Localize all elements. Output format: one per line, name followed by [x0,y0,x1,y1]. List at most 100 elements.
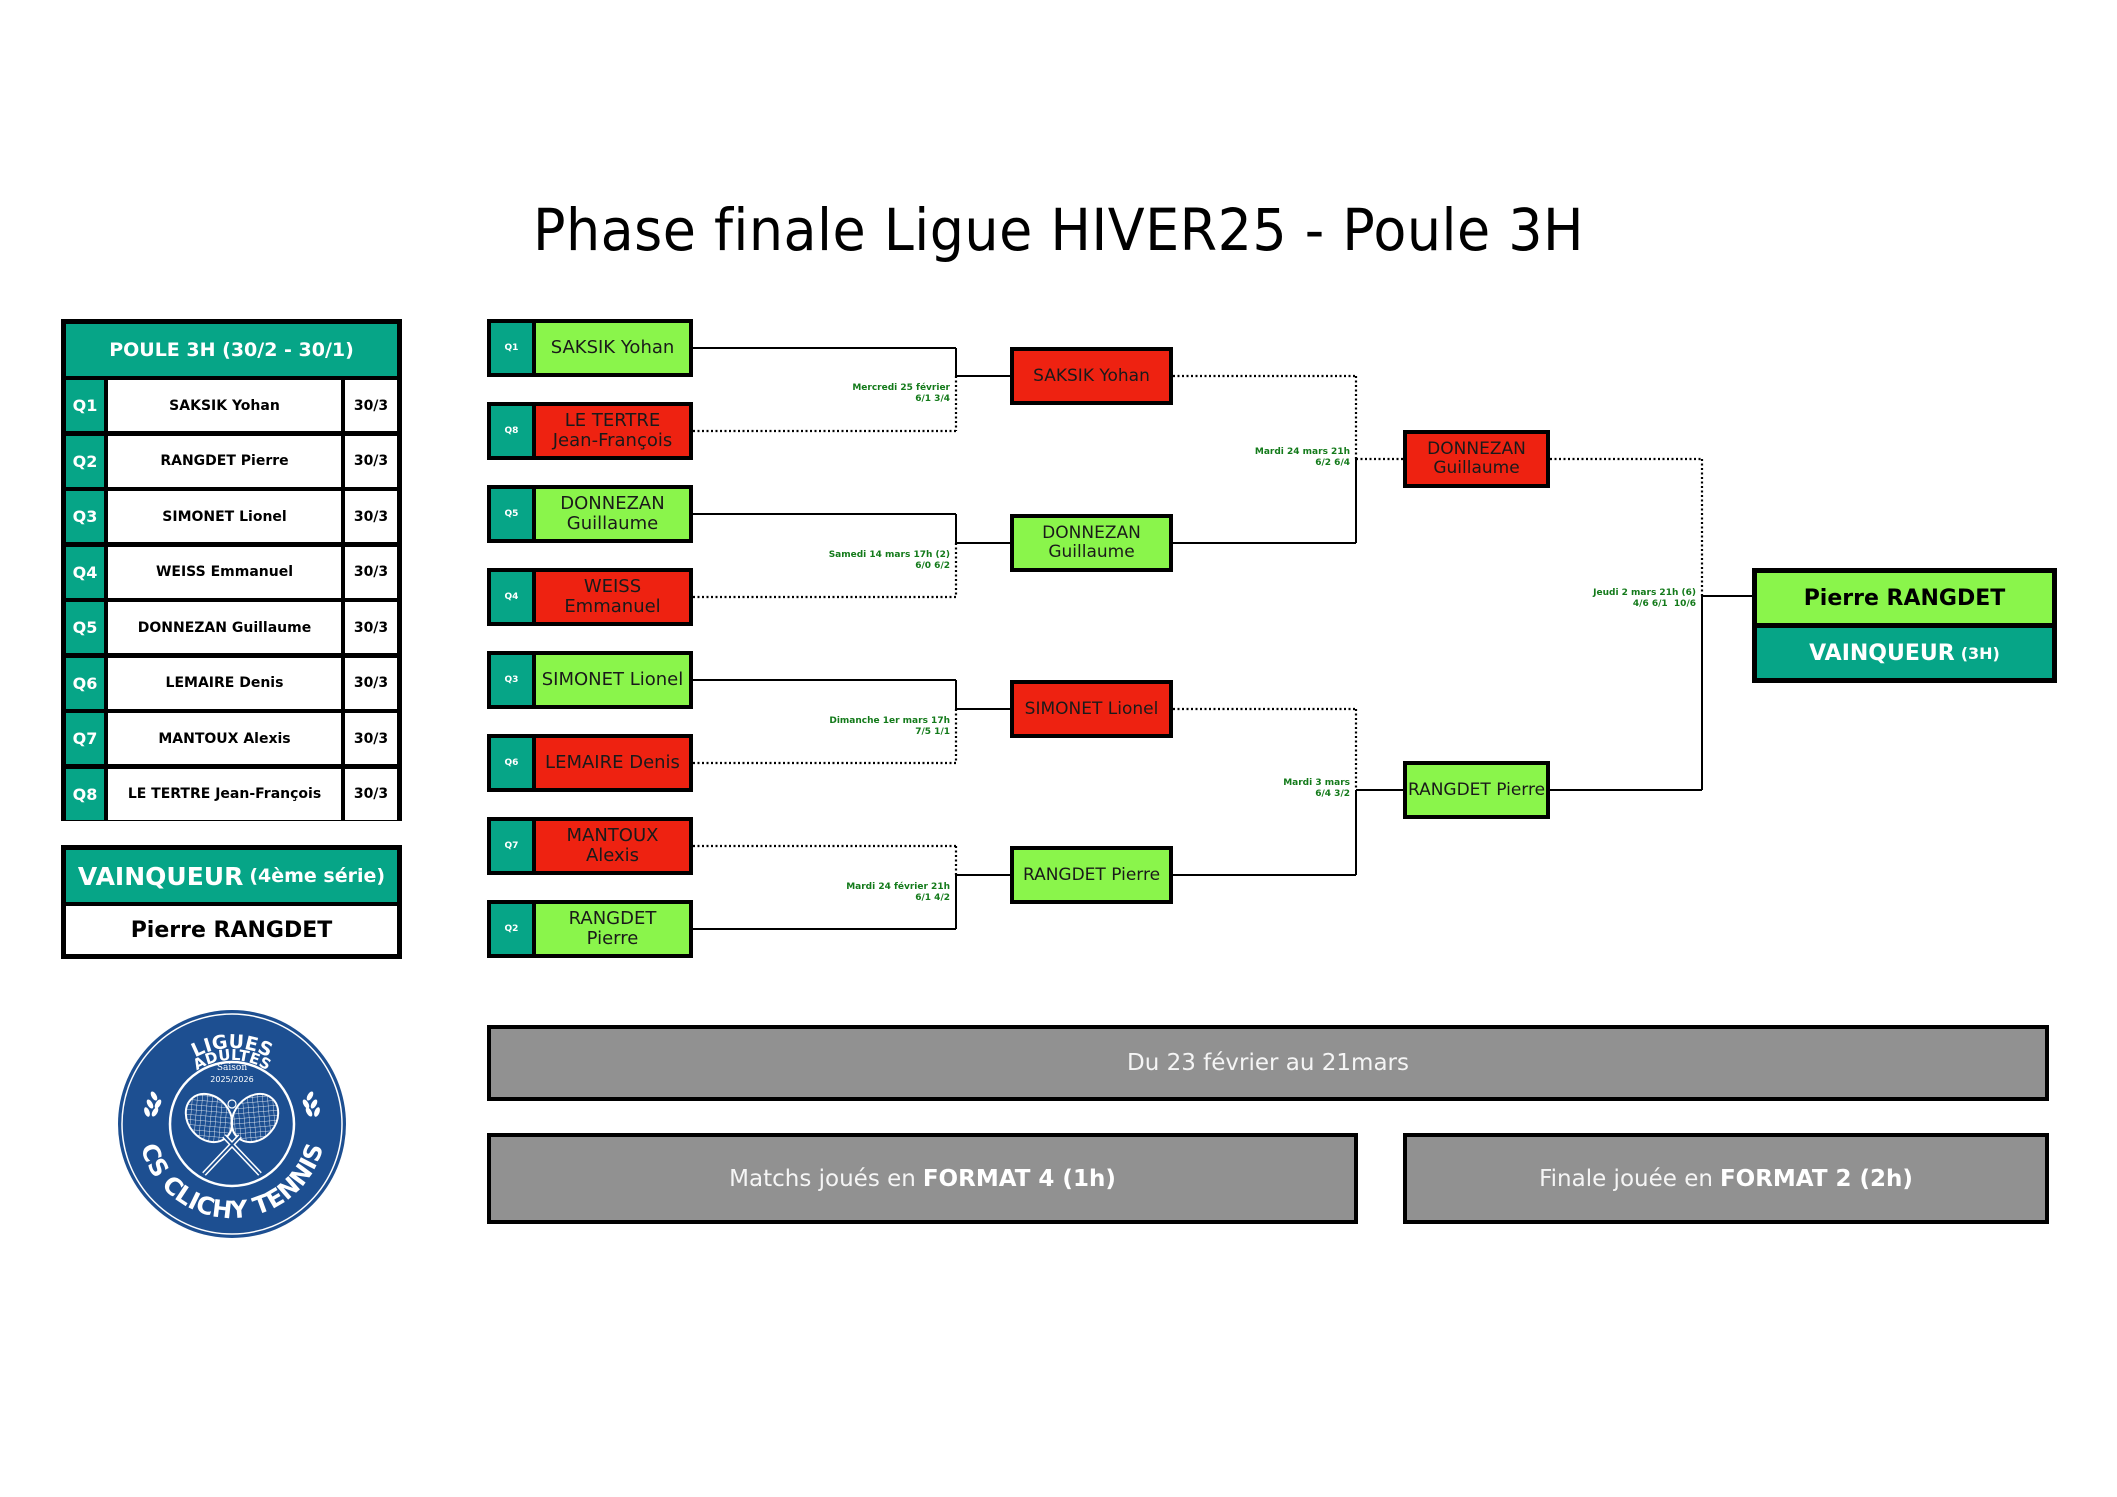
round3-player-box: DONNEZAN Guillaume [1403,430,1550,488]
pool-row-rank: 30/3 [345,435,397,487]
match-score: 6/1 4/2 [915,893,950,903]
match-score: 6/4 3/2 [1315,789,1350,799]
round1-player-name: DONNEZAN Guillaume [536,489,689,539]
pool-row-name: WEISS Emmanuel [108,546,341,598]
pool-row-name: MANTOUX Alexis [108,713,341,764]
match-date: Mardi 3 mars [1283,778,1350,788]
laurel-left-icon [144,1091,162,1117]
pool-winner-header: VAINQUEUR (4ème série) [66,850,397,902]
final-match-info: Jeudi 2 mars 21h (6)4/6 6/1 10/6 [1593,588,1696,610]
pool-winner-name: Pierre RANGDET [66,906,397,954]
pool-row-rank: 30/3 [345,768,397,820]
round3-player-box: RANGDET Pierre [1403,761,1550,819]
club-logo-badge-icon: LIGUES ADULTES Saison 2025/2026 [118,1010,346,1238]
format-matches-bold: FORMAT 4 (1h) [922,1165,1116,1192]
pool-row-name: RANGDET Pierre [108,435,341,487]
round1-player-name: LE TERTRE Jean-François [536,406,689,456]
match-date: Mercredi 25 février [852,383,950,393]
match-date: Dimanche 1er mars 17h [829,716,950,726]
pool-row-seed: Q8 [66,768,104,820]
format-final-banner: Finale jouée en FORMAT 2 (2h) [1403,1133,2049,1224]
pool-row-name: LEMAIRE Denis [108,657,341,709]
page-title: Phase finale Ligue HIVER25 - Poule 3H [532,196,1585,264]
round1-seed: Q7 [491,821,532,871]
format-matches-prefix: Matchs joués en [729,1165,916,1192]
match-score: 6/0 6/2 [915,561,950,571]
pool-row-rank: 30/3 [345,380,397,431]
round1-player-name: SIMONET Lionel [536,655,689,705]
match-date: Samedi 14 mars 17h (2) [828,550,950,560]
match-date: Mardi 24 février 21h [846,882,950,892]
pool-row-rank: 30/3 [345,546,397,598]
round1-player-name: WEISS Emmanuel [536,572,689,622]
match-score: 6/2 6/4 [1315,458,1350,468]
pool-row-rank: 30/3 [345,713,397,764]
round1-seed: Q4 [491,572,532,622]
round1-seed: Q2 [491,904,532,954]
match-score: 7/5 1/1 [915,727,950,737]
pool-row-seed: Q3 [66,491,104,542]
date-range-banner: Du 23 février au 21mars [487,1025,2049,1101]
pool-row-seed: Q4 [66,546,104,598]
logo-season-label: Saison [217,1063,247,1073]
champion-label-text: VAINQUEUR [1809,640,1955,666]
match-score: 4/6 6/1 10/6 [1632,599,1696,609]
date-range-text: Du 23 février au 21mars [1127,1050,1409,1076]
round1-player-name: MANTOUX Alexis [536,821,689,871]
pool-row-name: SIMONET Lionel [108,491,341,542]
champion-label-suffix: (3H) [1960,643,2000,663]
club-logo: LIGUES ADULTES Saison 2025/2026 [116,1008,348,1240]
round1-seed: Q6 [491,738,532,788]
round2-player-box: SIMONET Lionel [1010,680,1173,738]
pool-row-seed: Q6 [66,657,104,709]
champion-name: Pierre RANGDET [1757,573,2052,623]
pool-winner-label-suffix: (4ème série) [249,865,386,887]
round1-match-info: Samedi 14 mars 17h (2)6/0 6/2 [829,550,950,572]
pool-row-seed: Q7 [66,713,104,764]
laurel-right-icon [302,1091,320,1117]
format-matches-banner: Matchs joués en FORMAT 4 (1h) [487,1133,1358,1224]
format-final-prefix: Finale jouée en [1539,1165,1713,1192]
pool-row-rank: 30/3 [345,657,397,709]
round2-player-box: DONNEZAN Guillaume [1010,514,1173,572]
pool-winner-label: VAINQUEUR [77,861,244,891]
round1-player-name: LEMAIRE Denis [536,738,689,788]
format-final-bold: FORMAT 2 (2h) [1719,1165,1913,1192]
round1-seed: Q5 [491,489,532,539]
round1-seed: Q1 [491,323,532,373]
pool-row-rank: 30/3 [345,602,397,653]
round1-seed: Q3 [491,655,532,705]
pool-row-seed: Q1 [66,380,104,431]
round2-player-box: SAKSIK Yohan [1010,347,1173,405]
crossed-rackets-icon [184,1092,280,1176]
champion-box: Pierre RANGDET VAINQUEUR (3H) [1752,568,2057,683]
pool-row-name: DONNEZAN Guillaume [108,602,341,653]
champion-label: VAINQUEUR (3H) [1757,628,2052,678]
pool-row-seed: Q5 [66,602,104,653]
pool-winner-box: VAINQUEUR (4ème série) Pierre RANGDET [61,845,402,959]
pool-row-rank: 30/3 [345,491,397,542]
pool-row-name: LE TERTRE Jean-François [108,768,341,820]
